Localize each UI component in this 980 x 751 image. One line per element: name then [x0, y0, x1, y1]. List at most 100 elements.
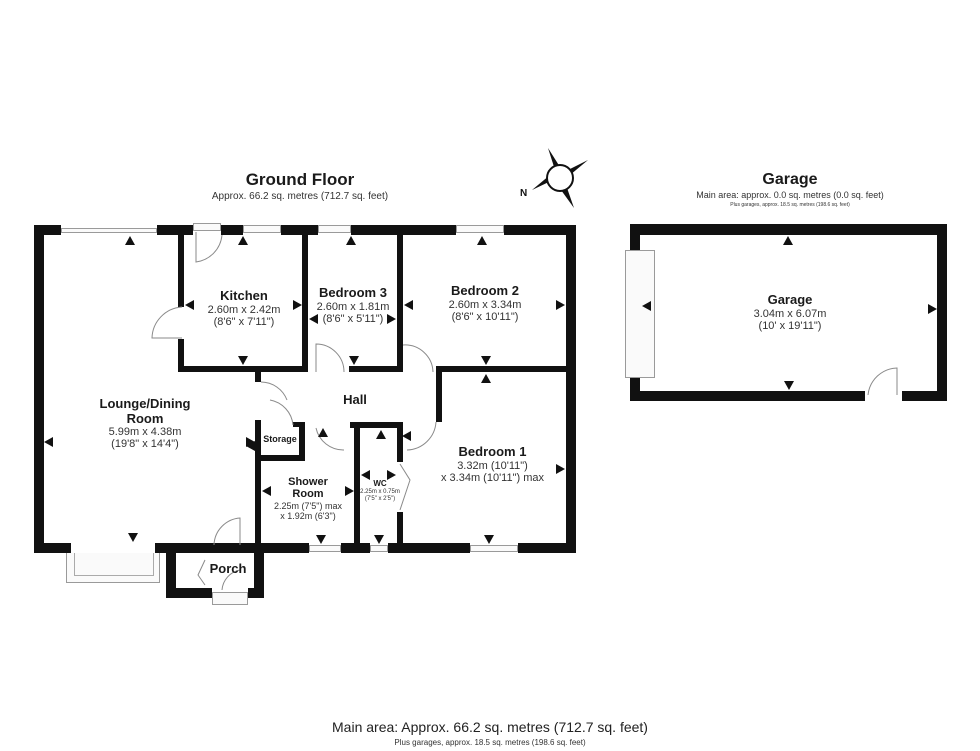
wall	[293, 422, 305, 427]
room-imperial: (8'6" x 10'11")	[451, 310, 519, 323]
arrow-marker	[128, 533, 138, 542]
wall	[397, 512, 403, 548]
wall	[630, 391, 865, 401]
garage-main-area: Main area: approx. 0.0 sq. metres (0.0 s…	[696, 190, 884, 200]
room-dim: x 3.34m (10'11") max	[440, 471, 544, 484]
back-door	[193, 223, 221, 231]
room-imperial: (7'5" x 2'5")	[364, 495, 396, 502]
wall	[518, 543, 576, 553]
bedroom2-window	[456, 225, 504, 233]
bay-window-inner	[74, 553, 154, 576]
room-name: Shower	[288, 476, 328, 488]
bedroom1-window	[470, 545, 518, 552]
room-storage: Storage	[259, 434, 301, 444]
arrow-marker	[374, 535, 384, 544]
room-kitchen: Kitchen 2.60m x 2.42m (8'6" x 7'11")	[186, 288, 302, 328]
room-imperial: (8'6" x 5'11")	[322, 312, 384, 325]
wall	[902, 391, 947, 401]
arrow-marker	[481, 374, 491, 383]
arrow-marker	[556, 300, 565, 310]
room-metric: 2.25m x 0.75m	[360, 488, 400, 495]
room-name: WC	[373, 479, 387, 488]
room-bedroom3: Bedroom 3 2.60m x 1.81m (8'6" x 5'11")	[306, 285, 400, 325]
wall	[254, 543, 264, 598]
bay-window	[66, 553, 160, 583]
arrow-marker	[246, 441, 255, 451]
room-imperial: (19'8" x 14'4")	[111, 438, 179, 451]
wall	[178, 339, 184, 371]
room-name: Storage	[263, 434, 297, 444]
room-name: Hall	[343, 392, 367, 407]
arrow-marker	[262, 486, 271, 496]
kitchen-window	[243, 225, 281, 233]
ground-floor-area: Approx. 66.2 sq. metres (712.7 sq. feet)	[211, 191, 389, 202]
wall	[255, 420, 261, 548]
arrow-marker	[783, 236, 793, 245]
arrow-marker	[404, 300, 413, 310]
wall	[341, 543, 370, 553]
wall	[350, 422, 403, 428]
garage-section-title: Garage	[762, 171, 818, 188]
room-name: Room	[126, 410, 164, 426]
room-bedroom1: Bedroom 1 3.32m (10'11") x 3.34m (10'11"…	[420, 444, 565, 484]
wall	[175, 543, 261, 553]
compass-icon: N	[508, 140, 598, 215]
room-metric: 2.60m x 2.42m	[207, 303, 281, 316]
wall	[34, 543, 71, 553]
wall	[299, 422, 305, 461]
wall	[566, 225, 576, 553]
compass-label: N	[520, 188, 527, 199]
arrow-marker	[44, 437, 53, 447]
footer-main-area: Main area: Approx. 66.2 sq. metres (712.…	[332, 719, 648, 735]
bedroom3-window	[318, 225, 351, 233]
room-garage: Garage 3.04m x 6.07m (10' x 19'11")	[720, 292, 860, 332]
wall	[504, 225, 576, 235]
wall	[221, 225, 243, 235]
arrow-marker	[361, 470, 370, 480]
wall	[166, 553, 176, 597]
room-name: Bedroom 1	[458, 444, 527, 459]
room-name: Porch	[209, 561, 247, 576]
room-imperial: (8'6" x 7'11")	[213, 315, 275, 328]
arrow-marker	[642, 301, 651, 311]
ground-floor-title: Ground Floor	[245, 170, 355, 189]
room-metric: 2.60m x 3.34m	[448, 298, 522, 311]
patio-door	[61, 228, 157, 233]
wall	[630, 224, 640, 250]
arrow-marker	[316, 535, 326, 544]
wall	[436, 366, 442, 422]
arrow-marker	[238, 356, 248, 365]
wall	[302, 225, 308, 372]
wall	[178, 366, 306, 372]
wall	[397, 225, 403, 372]
arrow-marker	[345, 486, 354, 496]
room-porch: Porch	[200, 561, 256, 577]
wall	[34, 225, 44, 553]
wall	[255, 455, 305, 461]
arrow-marker	[928, 304, 937, 314]
room-name: Bedroom 3	[319, 285, 387, 300]
room-wc: WC 2.25m x 0.75m (7'5" x 2'5")	[356, 479, 404, 502]
room-name: Kitchen	[220, 288, 268, 303]
wall	[178, 225, 184, 307]
arrow-marker	[556, 464, 565, 474]
wall	[349, 366, 402, 372]
wall	[281, 225, 318, 235]
room-imperial: (10' x 19'11")	[758, 319, 822, 332]
wall	[255, 372, 261, 382]
wall	[630, 378, 640, 401]
wall	[630, 224, 947, 235]
arrow-marker	[387, 314, 396, 324]
wall	[155, 543, 175, 553]
arrow-marker	[402, 431, 411, 441]
room-lounge-dining: Lounge/Dining Room 5.99m x 4.38m (19'8" …	[60, 396, 230, 451]
front-door	[212, 592, 248, 605]
arrow-marker	[185, 300, 194, 310]
wall	[157, 225, 193, 235]
room-metric: 3.04m x 6.07m	[753, 307, 827, 320]
arrow-marker	[387, 470, 396, 480]
room-name: Lounge/Dining	[99, 396, 191, 411]
room-name: Bedroom 2	[451, 283, 519, 298]
arrow-marker	[293, 300, 302, 310]
wall	[388, 543, 470, 553]
